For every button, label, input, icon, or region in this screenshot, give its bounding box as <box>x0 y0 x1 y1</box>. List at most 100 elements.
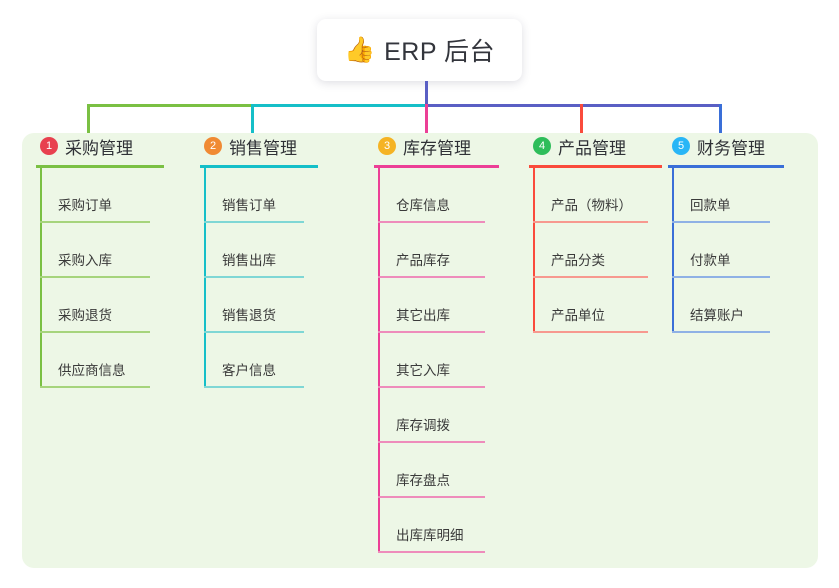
branch-item[interactable]: 销售退货 <box>186 278 346 333</box>
branch-item-label: 采购入库 <box>58 253 112 268</box>
branch-header-4[interactable]: 4 产品管理 <box>515 133 665 159</box>
branch-drop-connector-4 <box>580 104 583 136</box>
branch-item-label: 产品（物料） <box>551 198 632 213</box>
branch-item-underline <box>40 386 150 388</box>
branch-item[interactable]: 采购退货 <box>22 278 182 333</box>
branch-number-badge: 5 <box>672 137 690 155</box>
branch-item[interactable]: 仓库信息 <box>360 168 520 223</box>
branch-item[interactable]: 供应商信息 <box>22 333 182 388</box>
branch-header-underline <box>374 165 499 168</box>
branch-item-underline <box>40 276 150 278</box>
branch-item-underline <box>378 551 485 553</box>
branch-item[interactable]: 库存调拨 <box>360 388 520 443</box>
branch-item[interactable]: 产品单位 <box>515 278 665 333</box>
branch-item-underline <box>672 331 770 333</box>
root-stem-connector <box>425 81 428 105</box>
branch-header-underline <box>529 165 662 168</box>
branch-column-5[interactable]: 5 财务管理回款单付款单结算账户 <box>654 133 804 333</box>
branch-item-label: 回款单 <box>690 198 731 213</box>
branch-header-underline <box>200 165 318 168</box>
branch-item-label: 出库库明细 <box>396 528 464 543</box>
branch-item-underline <box>40 331 150 333</box>
branch-item[interactable]: 出库库明细 <box>360 498 520 553</box>
branch-item-underline <box>672 276 770 278</box>
thumbs-up-icon: 👍 <box>343 35 376 64</box>
branch-column-4[interactable]: 4 产品管理产品（物料） 产品分类产品单位 <box>515 133 665 333</box>
branch-item[interactable]: 回款单 <box>654 168 804 223</box>
branch-drop-connector-3 <box>425 104 428 136</box>
branch-item-underline <box>533 276 648 278</box>
branch-number-badge: 1 <box>40 137 58 155</box>
branch-item-list: 采购订单采购入库采购退货供应商信息 <box>22 168 182 388</box>
branch-item-underline <box>378 221 485 223</box>
branch-item-underline <box>40 221 150 223</box>
branch-item-label: 采购退货 <box>58 308 112 323</box>
root-node-title: ERP 后台 <box>384 38 496 66</box>
branch-header-underline <box>668 165 784 168</box>
branch-item-label: 客户信息 <box>222 363 276 378</box>
branch-item-underline <box>533 221 648 223</box>
branch-item-list: 仓库信息产品库存其它出库其它入库库存调拨库存盘点出库库明细 <box>360 168 520 553</box>
branch-item[interactable]: 产品（物料） <box>515 168 665 223</box>
branch-item-label: 采购订单 <box>58 198 112 213</box>
branch-item-label: 产品库存 <box>396 253 450 268</box>
branch-trunk-line <box>378 168 380 553</box>
branch-item[interactable]: 采购入库 <box>22 223 182 278</box>
branch-item-label: 库存调拨 <box>396 418 450 433</box>
branch-item[interactable]: 销售出库 <box>186 223 346 278</box>
branch-item[interactable]: 采购订单 <box>22 168 182 223</box>
bus-connector-segment-left <box>87 104 253 107</box>
branch-title: 财务管理 <box>697 138 765 158</box>
branch-item-underline <box>204 331 304 333</box>
branch-trunk-line <box>40 168 42 388</box>
branch-number-badge: 2 <box>204 137 222 155</box>
branch-number-badge: 4 <box>533 137 551 155</box>
branch-trunk-line <box>672 168 674 333</box>
branch-item[interactable]: 结算账户 <box>654 278 804 333</box>
branch-header-5[interactable]: 5 财务管理 <box>654 133 804 159</box>
branch-item-label: 其它出库 <box>396 308 450 323</box>
branch-item[interactable]: 付款单 <box>654 223 804 278</box>
branch-item-label: 库存盘点 <box>396 473 450 488</box>
branch-item[interactable]: 销售订单 <box>186 168 346 223</box>
branch-title: 产品管理 <box>558 138 626 158</box>
branch-item-underline <box>533 331 648 333</box>
branch-item-underline <box>378 331 485 333</box>
branch-item-label: 产品单位 <box>551 308 605 323</box>
branch-item-underline <box>378 441 485 443</box>
bus-connector-segment-right <box>425 104 722 107</box>
branch-item[interactable]: 客户信息 <box>186 333 346 388</box>
branch-header-underline <box>36 165 164 168</box>
root-node-erp-backend[interactable]: 👍 ERP 后台 <box>317 19 522 81</box>
bus-connector-segment-middle <box>251 104 427 107</box>
branch-item-underline <box>378 496 485 498</box>
branch-item-underline <box>204 221 304 223</box>
branch-item-list: 销售订单销售出库销售退货客户信息 <box>186 168 346 388</box>
branch-item-list: 回款单付款单结算账户 <box>654 168 804 333</box>
branch-item-label: 结算账户 <box>690 308 744 323</box>
branch-item-underline <box>204 386 304 388</box>
branch-item-underline <box>378 276 485 278</box>
branch-drop-connector-1 <box>87 104 90 136</box>
branch-item[interactable]: 产品分类 <box>515 223 665 278</box>
branch-item[interactable]: 其它入库 <box>360 333 520 388</box>
branch-item-underline <box>378 386 485 388</box>
branch-item-underline <box>672 221 770 223</box>
branch-item-label: 产品分类 <box>551 253 605 268</box>
branch-item[interactable]: 其它出库 <box>360 278 520 333</box>
branch-item[interactable]: 库存盘点 <box>360 443 520 498</box>
branch-item-label: 销售出库 <box>222 253 276 268</box>
branch-drop-connector-2 <box>251 104 254 136</box>
branch-item[interactable]: 产品库存 <box>360 223 520 278</box>
branch-item-label: 仓库信息 <box>396 198 450 213</box>
branch-number-badge: 3 <box>378 137 396 155</box>
branch-item-list: 产品（物料） 产品分类产品单位 <box>515 168 665 333</box>
branch-item-label: 销售退货 <box>222 308 276 323</box>
